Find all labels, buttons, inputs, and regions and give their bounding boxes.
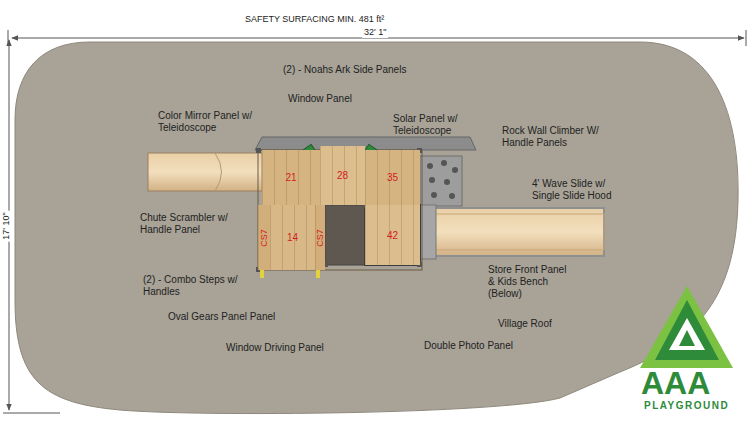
deck-platform: 28 (320, 146, 365, 205)
part-label: 4' Wave Slide w/ Single Slide Hood (532, 178, 627, 202)
deck-platform: 14 (270, 205, 315, 270)
part-label: Color Mirror Panel w/ Teleidoscope (158, 110, 253, 134)
deck-platform: CS7 (258, 205, 270, 270)
part-label: Double Photo Panel (424, 340, 513, 352)
deck-number: 14 (287, 232, 298, 243)
deck-number: 28 (337, 170, 348, 181)
part-label: Village Roof (498, 318, 552, 330)
part-label: Solar Panel w/ Teleidoscope (393, 113, 473, 137)
logo-text: AAA (641, 366, 710, 400)
surfacing-note: SAFETY SURFACING MIN. 481 ft² (245, 13, 384, 25)
deck-number: CS7 (315, 229, 325, 247)
width-dimension: 32' 1" (362, 26, 388, 38)
part-label: (2) - Combo Steps w/ Handles (143, 274, 238, 298)
part-label: (2) - Noahs Ark Side Panels (283, 64, 406, 76)
part-label: Oval Gears Panel Panel (168, 311, 275, 323)
deck-platform: CS7 (315, 205, 325, 270)
part-label: Window Panel (288, 93, 352, 105)
part-label: Rock Wall Climber W/ Handle Panels (502, 125, 600, 149)
deck-platform: 35 (365, 150, 420, 205)
deck-number: 35 (387, 172, 398, 183)
part-label: Chute Scrambler w/ Handle Panel (140, 212, 228, 236)
part-label: Window Driving Panel (226, 342, 324, 354)
deck-number: 21 (285, 172, 296, 183)
deck-number: 42 (387, 230, 398, 241)
depth-dimension: 17' 10" (0, 210, 12, 241)
deck-platform: 21 (262, 150, 320, 205)
deck-number: CS7 (259, 229, 269, 247)
part-label: Store Front Panel & Kids Bench (Below) (488, 264, 574, 300)
deck-platform: 42 (365, 205, 420, 265)
logo-text: PLAYGROUND (644, 400, 729, 412)
